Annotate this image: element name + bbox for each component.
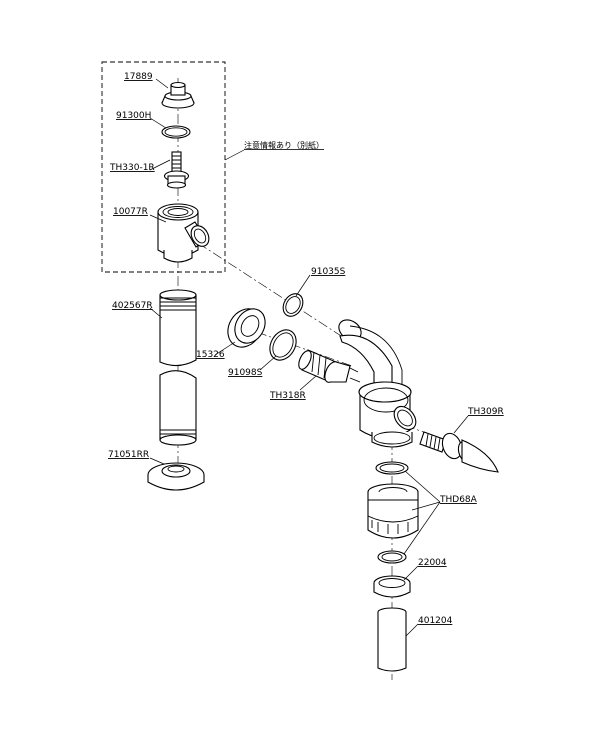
leader-lines xyxy=(149,78,469,637)
label-91300H: 91300H xyxy=(116,111,151,121)
part-TH330-stem xyxy=(163,151,190,189)
part-lower-oring-bottom xyxy=(377,550,407,564)
label-91098S: 91098S xyxy=(228,368,263,378)
label-15326: 15326 xyxy=(196,350,225,360)
label-TH309R: TH309R xyxy=(467,407,504,417)
group-box xyxy=(101,61,226,273)
part-lower-oring-top xyxy=(375,461,409,475)
note-caution: 注意情報あり（別紙） xyxy=(244,140,324,150)
part-TH309R-handle xyxy=(419,431,499,473)
part-THD68A-union xyxy=(367,483,419,539)
part-71051RR-flange xyxy=(147,462,205,491)
part-15326-capnut xyxy=(227,308,266,348)
label-TH330-1R: TH330-1R xyxy=(109,163,155,173)
centerline-diagonal xyxy=(197,242,353,344)
label-401204: 401204 xyxy=(418,616,453,626)
part-402567R-pipe xyxy=(159,289,197,446)
part-22004-nut xyxy=(373,575,411,598)
label-91035S: 91035S xyxy=(311,267,346,277)
label-17889: 17889 xyxy=(124,72,153,82)
label-22004: 22004 xyxy=(418,558,447,568)
part-spout-body xyxy=(338,319,417,448)
part-91098S-oring xyxy=(269,329,297,361)
label-THD68A: THD68A xyxy=(439,495,478,505)
part-91300H-oring xyxy=(161,125,191,139)
part-401204-pipe xyxy=(377,607,407,672)
label-71051RR: 71051RR xyxy=(108,450,149,460)
label-TH318R: TH318R xyxy=(269,391,306,401)
part-17889-cap xyxy=(161,81,195,109)
part-TH318R-cartridge xyxy=(298,349,361,383)
part-10077R-body xyxy=(157,203,210,263)
part-91035S-oring xyxy=(282,293,304,317)
label-10077R: 10077R xyxy=(113,207,148,217)
label-402567R: 402567R xyxy=(112,301,153,311)
